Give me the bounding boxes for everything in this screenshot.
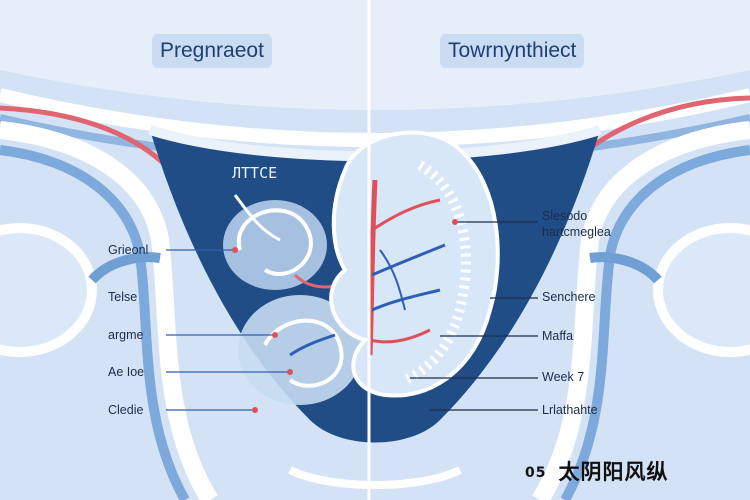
right-leader-dots <box>452 219 458 225</box>
stamp-number: 05 <box>525 465 547 481</box>
right-label-1: Slesodo hartcmeglea <box>542 209 611 239</box>
left-label-5: Cledie <box>108 403 144 417</box>
left-ovary <box>0 223 97 357</box>
top-band <box>0 0 750 110</box>
right-ovary <box>653 223 750 357</box>
early-embryo <box>223 194 362 405</box>
fetus <box>329 130 500 398</box>
left-white-wall <box>0 121 218 500</box>
right-white-wall <box>532 121 750 500</box>
right-label-5: Lrlathahte <box>542 403 598 417</box>
right-leader-lines <box>410 221 538 411</box>
stamp-text: 太阴阳风纵 <box>558 460 669 484</box>
left-label-2: Telse <box>108 290 138 304</box>
left-label-4: Ae Ioe <box>108 365 145 379</box>
stamp: 05 太阴阳风纵 <box>525 456 668 486</box>
title-left: Pregnraeot <box>152 34 272 68</box>
right-ligament <box>589 252 662 284</box>
title-right: Towrnynthiect <box>440 34 585 68</box>
left-leader-dots <box>232 247 293 413</box>
right-label-4: Week 7 <box>542 370 585 384</box>
left-label-3: argme <box>108 328 144 342</box>
left-leader-lines <box>166 249 290 411</box>
left-ligament <box>88 252 161 284</box>
center-tag: ЛТТСЕ <box>232 164 278 182</box>
right-label-3: Maffa <box>542 329 574 343</box>
left-label-1: Grieonl <box>108 243 149 257</box>
right-label-2: Senchere <box>542 290 596 304</box>
cervix-curve <box>288 466 462 489</box>
